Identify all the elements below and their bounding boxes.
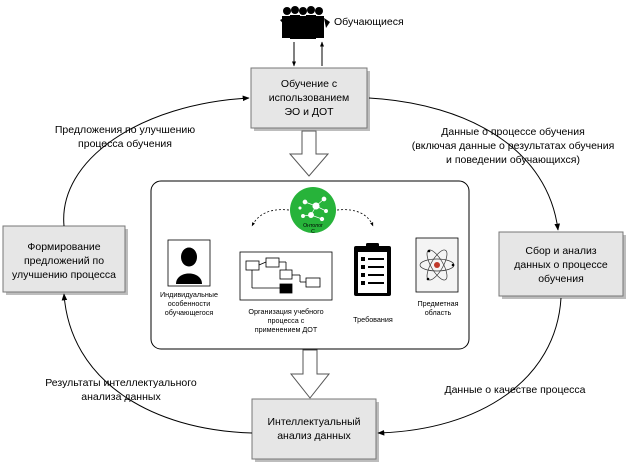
node-forming-line-1: Формирование <box>27 241 100 253</box>
label-results-line-1: Результаты интеллектуального <box>45 377 197 389</box>
node-analysis: Интеллектуальный анализ данных <box>251 398 379 462</box>
label-results: Результаты интеллектуального анализа дан… <box>45 377 197 403</box>
node-analysis-line-2: анализ данных <box>277 430 351 442</box>
node-learning-line-2: использованием <box>269 92 350 104</box>
individual-line-2: особенности <box>168 299 211 308</box>
label-process-data-line-2: (включая данные о результатах обучения <box>412 140 615 152</box>
node-collect-line-1: Сбор и анализ <box>525 245 596 257</box>
subject-line-1: Предметная <box>417 299 458 308</box>
node-collect: Сбор и анализ данных о процессе обучения <box>498 231 626 299</box>
node-forming-line-2: предложений по <box>24 255 104 267</box>
edge-collect-to-analysis <box>377 297 562 436</box>
hollow-arrow-down-top <box>288 130 330 177</box>
node-learning: Обучение с использованием ЭО и ДОТ <box>250 67 370 131</box>
organization-line-1: Организация учебного <box>248 307 323 316</box>
edge-forming-to-learning <box>63 95 250 227</box>
node-learning-line-1: Обучение с <box>281 78 337 90</box>
individual-line-1: Индивидуальные <box>160 290 218 299</box>
label-process-data: Данные о процессе обучения (включая данн… <box>412 126 615 166</box>
atom-icon <box>415 237 459 293</box>
node-collect-line-3: обучения <box>538 273 584 285</box>
individual-line-3: обучающегося <box>165 308 214 317</box>
learners-label: Обучающиеся <box>334 16 404 28</box>
label-proposals: Предложения по улучшению процесса обучен… <box>55 124 195 150</box>
node-forming: Формирование предложений по улучшению пр… <box>2 225 128 295</box>
node-learning-line-3: ЭО и ДОТ <box>284 106 334 118</box>
ontology-label-line-2: С <box>311 229 315 235</box>
edge-analysis-to-forming <box>61 293 253 434</box>
label-quality: Данные о качестве процесса <box>444 384 585 396</box>
ontology-network-icon: Онтолог С <box>290 187 336 235</box>
hollow-arrow-down-bottom <box>289 349 331 399</box>
edge-learning-to-collect <box>368 97 560 231</box>
ontology-label-line-1: Онтолог <box>303 223 323 229</box>
label-results-line-2: анализа данных <box>81 391 161 403</box>
dashed-arrow-left <box>251 209 290 227</box>
label-process-data-line-1: Данные о процессе обучения <box>441 126 585 138</box>
crowd-icon <box>280 6 330 39</box>
checklist-icon <box>354 243 391 296</box>
label-proposals-line-1: Предложения по улучшению <box>55 124 195 136</box>
organization-line-3: применением ДОТ <box>255 325 318 334</box>
node-collect-line-2: данных о процессе <box>514 259 608 271</box>
requirements-label: Требования <box>353 315 393 324</box>
organization-line-2: процесса с <box>268 316 305 325</box>
dashed-arrow-right <box>336 209 374 227</box>
flowchart-icon <box>239 251 333 301</box>
node-analysis-line-1: Интеллектуальный <box>267 416 360 428</box>
node-forming-line-3: улучшению процесса <box>12 269 116 281</box>
label-process-data-line-3: и поведении обучающихся) <box>446 154 580 166</box>
subject-line-2: область <box>425 308 452 317</box>
person-icon <box>167 239 211 287</box>
label-proposals-line-2: процесса обучения <box>78 138 172 150</box>
